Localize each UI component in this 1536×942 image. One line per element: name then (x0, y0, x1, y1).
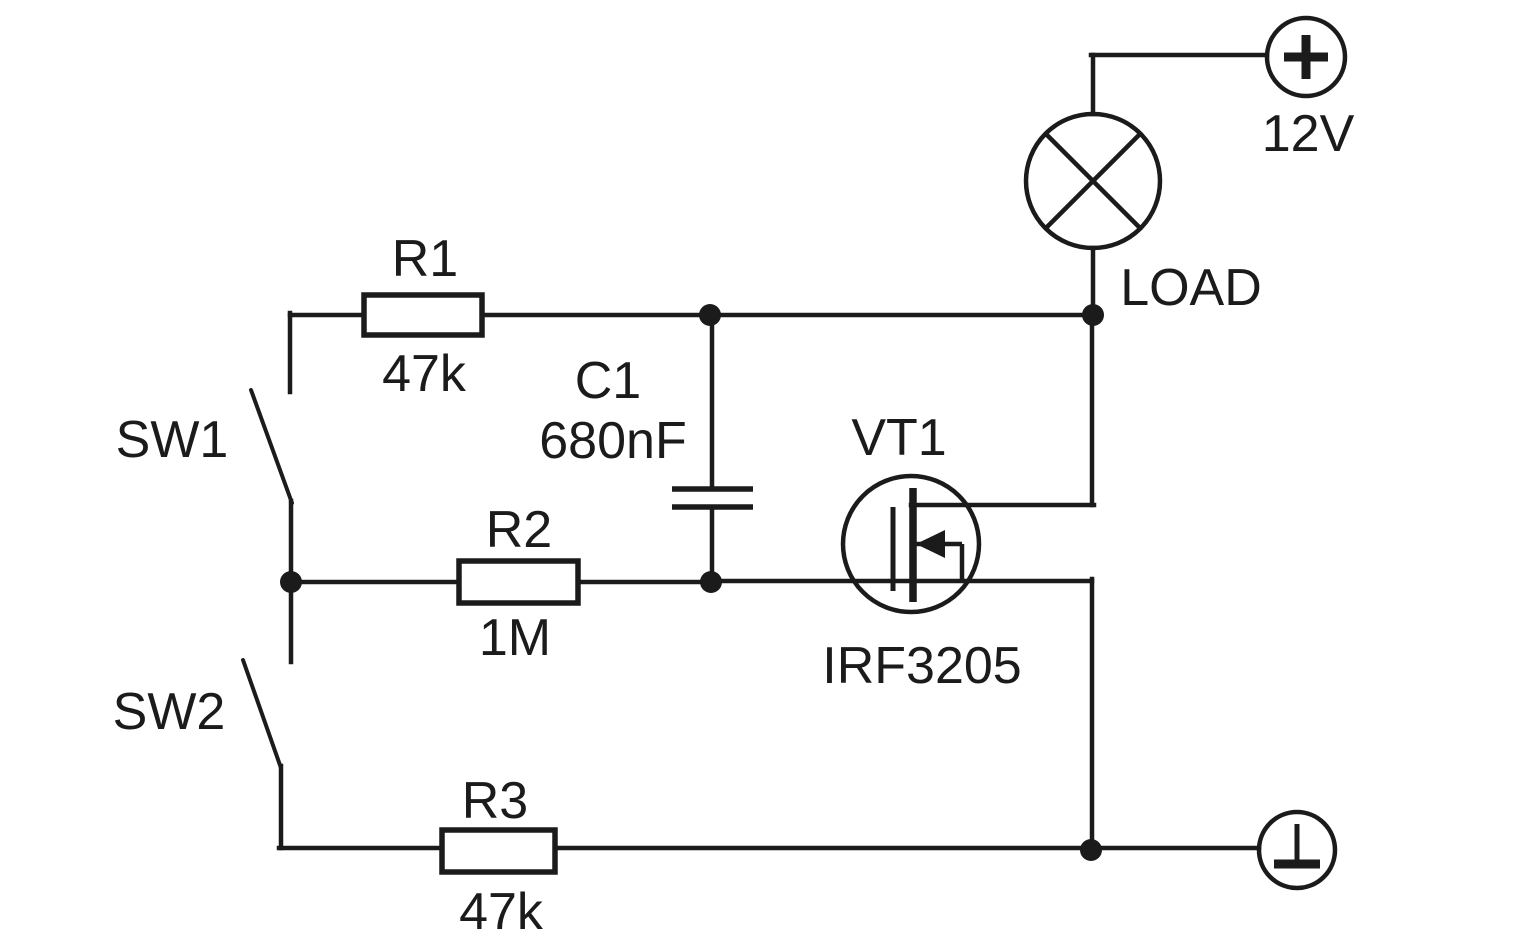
lamp-circle (1023, 111, 1163, 251)
resistor-r3 (439, 827, 558, 875)
label-r3-ref: R3 (462, 772, 528, 830)
resistor-r2-body (456, 558, 581, 606)
switch-sw2 (241, 658, 283, 770)
junction-dot (699, 304, 721, 326)
label-supply-voltage: 12V (1262, 105, 1355, 163)
label-r1-ref: R1 (392, 230, 458, 288)
mosfet-body-circle (840, 473, 982, 615)
label-r1-value: 47k (382, 345, 467, 403)
label-c1-value: 680nF (539, 412, 686, 470)
label-vt1-ref: VT1 (851, 409, 946, 467)
label-r3-value: 47k (459, 883, 544, 941)
label-c1-ref: C1 (575, 352, 641, 410)
lamp-cross-2 (1044, 132, 1142, 230)
power-terminal-circle (1264, 15, 1348, 99)
lamp-load-icon (1023, 111, 1163, 251)
junction-dot (1080, 839, 1102, 861)
resistor-r2 (456, 558, 581, 606)
capacitor-c1 (672, 486, 753, 510)
label-r2-value: 1M (479, 609, 551, 667)
power-positive-icon (1264, 15, 1348, 99)
ground-terminal-circle (1256, 809, 1338, 891)
resistor-r1-body (361, 292, 485, 338)
resistor-r1 (361, 292, 485, 338)
label-sw2: SW2 (113, 683, 226, 741)
resistor-r3-body (439, 827, 558, 875)
mosfet-arrow-icon (916, 530, 945, 558)
junction-dot (280, 571, 302, 593)
label-sw1: SW1 (116, 411, 229, 469)
label-r2-ref: R2 (486, 501, 552, 559)
junction-dot (1082, 304, 1104, 326)
sw1-blade-icon (249, 388, 294, 505)
sw2-blade-icon (241, 658, 283, 770)
mosfet-vt1 (840, 473, 982, 615)
ground-icon (1256, 809, 1338, 891)
label-load: LOAD (1120, 259, 1262, 317)
switch-sw1 (249, 388, 294, 505)
label-vt1-value: IRF3205 (822, 637, 1021, 695)
junction-dot (700, 571, 722, 593)
